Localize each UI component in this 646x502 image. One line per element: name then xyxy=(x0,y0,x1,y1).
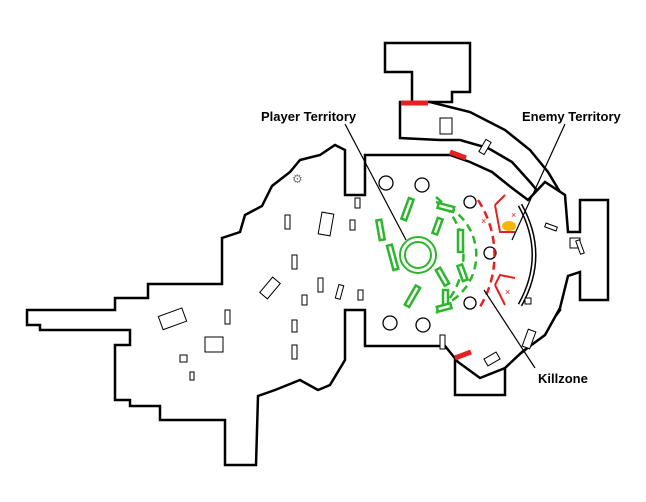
top-room xyxy=(383,41,472,104)
player-territory xyxy=(374,196,478,314)
objective-marker-icon xyxy=(502,221,516,231)
spawn-ring-outer xyxy=(399,236,437,274)
main-floor xyxy=(25,143,610,467)
door xyxy=(449,149,467,161)
props xyxy=(157,117,585,381)
enemy-spawn-x-icon: × xyxy=(511,210,516,220)
enemy-boundary xyxy=(476,199,496,311)
player-territory-leader xyxy=(344,123,407,241)
enemy-territory-label: Enemy Territory xyxy=(522,109,622,124)
enemy-territory: × × × xyxy=(476,194,516,311)
killzone-label: Killzone xyxy=(538,371,588,386)
player-territory-label: Player Territory xyxy=(261,109,357,124)
enemy-spawn-x-icon: × xyxy=(505,287,510,297)
spawn-ring-inner xyxy=(404,241,432,269)
enemy-spawn-x-icon: × xyxy=(481,216,486,226)
enemy-cover xyxy=(494,194,516,306)
enemy-territory-leader xyxy=(511,123,566,241)
pillars xyxy=(378,175,497,333)
gear-icon: ⚙ xyxy=(292,172,303,186)
killzone-leader xyxy=(483,289,536,369)
door xyxy=(454,349,472,361)
